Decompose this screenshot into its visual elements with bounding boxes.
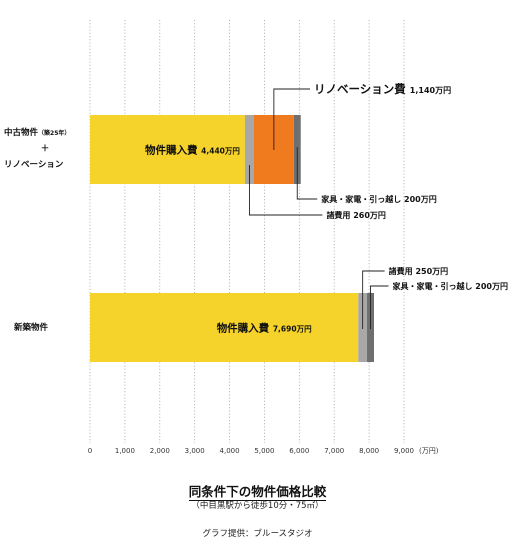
grid-lines (89, 20, 405, 443)
category-label-renovation: リノベーション (4, 160, 64, 170)
segment-inside-label: 物件購入費 7,690万円 (217, 322, 312, 335)
segment-inside-label: 物件購入費 4,440万円 (145, 144, 240, 157)
annotation-furniture: 家具・家電・引っ越し 200万円 (393, 281, 508, 291)
chart-title: 同条件下の物件価格比較 (188, 484, 327, 501)
bar-segment (90, 115, 245, 184)
annotation-fees: 諸費用 250万円 (389, 266, 448, 276)
category-plus: ＋ (41, 144, 50, 154)
leader-line (362, 270, 385, 329)
annotation-furniture: 家具・家電・引っ越し 200万円 (321, 194, 436, 204)
leader-line (296, 147, 318, 200)
x-unit-label: (万円) (419, 447, 439, 455)
x-axis-ticks: 0 1,000 2,000 3,000 4,000 5,000 6,000 7,000 8,00… (88, 447, 439, 455)
x-tick-label: 8,000 (359, 447, 379, 455)
x-tick-label: 9,000 (394, 447, 414, 455)
x-tick-label: 6,000 (289, 447, 309, 455)
bar-segment (90, 293, 359, 362)
chart-credit: グラフ提供：ブルースタジオ (202, 529, 313, 539)
category-label-used: 中古物件（築25年） (4, 127, 70, 138)
x-tick-label: 2,000 (150, 447, 170, 455)
x-tick-label: 0 (88, 447, 92, 455)
leader-line (248, 165, 323, 216)
leader-line (370, 285, 389, 329)
x-tick-label: 7,000 (324, 447, 344, 455)
bar-segment (244, 115, 254, 184)
leader-line (273, 88, 310, 150)
x-tick-label: 4,000 (220, 447, 240, 455)
x-tick-label: 5,000 (254, 447, 274, 455)
chart-subtitle: （中目黒駅から徒歩10分・75㎡） (191, 501, 324, 511)
category-label-new: 新築物件 (14, 322, 49, 333)
annotation-fees: 諸費用 260万円 (326, 210, 385, 220)
x-tick-label: 1,000 (115, 447, 135, 455)
annotation-renovation: リノベーション費 1,140万円 (314, 82, 451, 96)
x-tick-label: 3,000 (185, 447, 205, 455)
